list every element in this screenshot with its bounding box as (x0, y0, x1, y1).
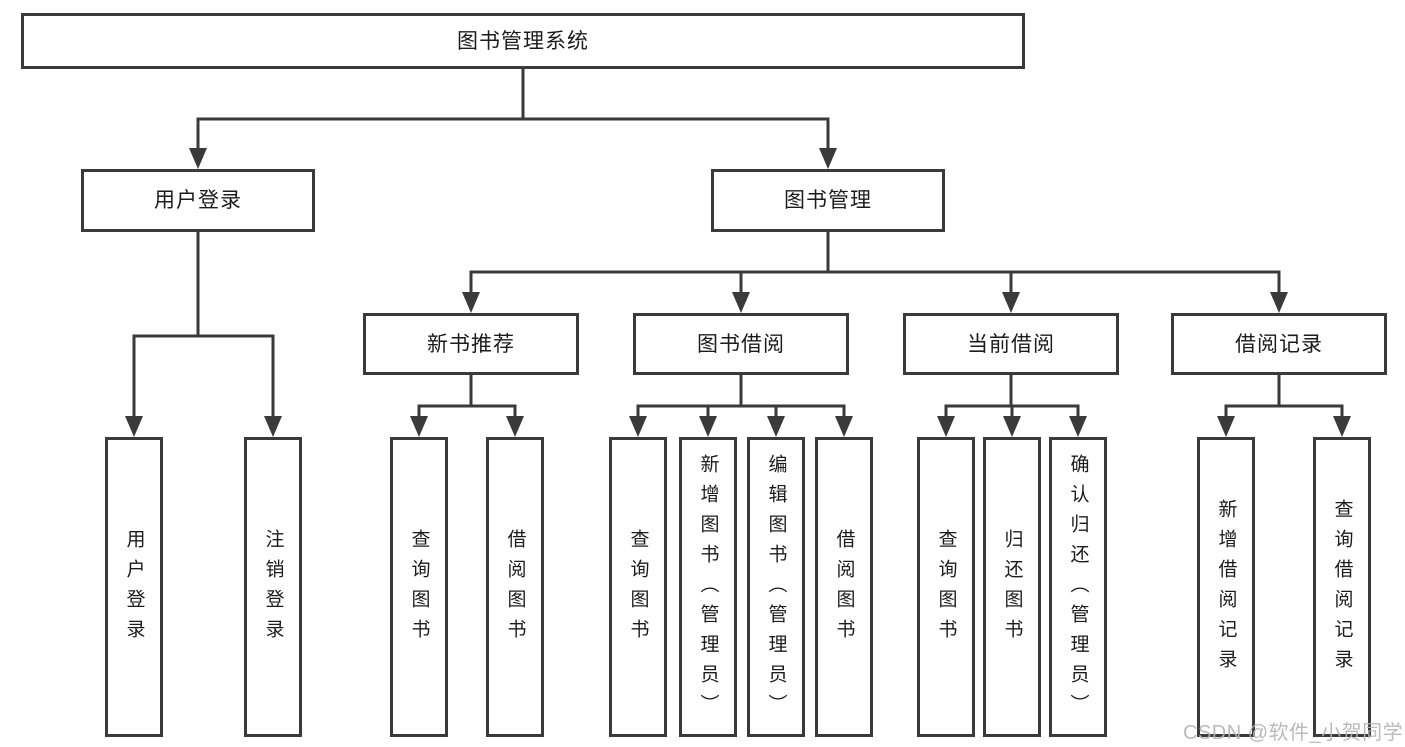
leaf-edit-book-admin: 编辑图书（管理员） (747, 437, 805, 737)
leaf-query-books-current: 查询图书 (917, 437, 975, 737)
leaf-add-book-admin: 新增图书（管理员） (679, 437, 737, 737)
node-library-management-system: 图书管理系统 (21, 13, 1025, 69)
node-book-borrowing: 图书借阅 (633, 313, 849, 375)
node-borrowing-records: 借阅记录 (1171, 313, 1387, 375)
leaf-query-borrow-record: 查询借阅记录 (1313, 437, 1371, 737)
leaf-confirm-return-admin: 确认归还（管理员） (1049, 437, 1107, 737)
leaf-query-books-borrowing: 查询图书 (609, 437, 667, 737)
leaf-user-login: 用户登录 (105, 437, 163, 737)
leaf-return-books: 归还图书 (983, 437, 1041, 737)
node-user-login: 用户登录 (81, 169, 315, 232)
node-book-management: 图书管理 (711, 169, 945, 232)
node-current-borrowing: 当前借阅 (903, 313, 1119, 375)
leaf-borrow-books-borrowing: 借阅图书 (815, 437, 873, 737)
leaf-borrow-books-recommend: 借阅图书 (486, 437, 544, 737)
csdn-watermark: CSDN @软件_小贺同学 (1183, 722, 1404, 744)
node-new-book-recommend: 新书推荐 (363, 313, 579, 375)
leaf-query-books-recommend: 查询图书 (390, 437, 448, 737)
leaf-add-borrow-record: 新增借阅记录 (1197, 437, 1255, 737)
leaf-logout: 注销登录 (244, 437, 302, 737)
